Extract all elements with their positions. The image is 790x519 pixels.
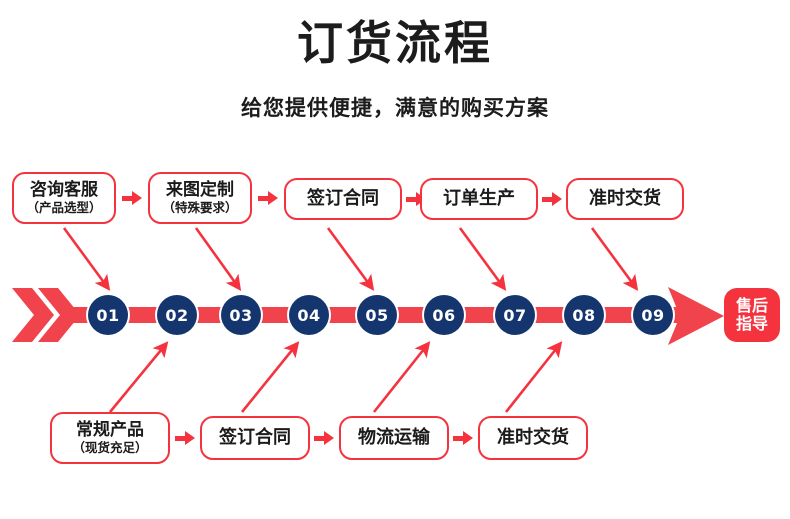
connector-bottom-1	[108, 341, 169, 413]
top-box-1-sub: （产品选型）	[26, 200, 102, 216]
connector-top-1	[62, 227, 111, 291]
step-circle-5[interactable]: 05	[357, 295, 397, 335]
top-connector-arrow-1	[122, 191, 142, 205]
bottom-box-3-main: 物流运输	[358, 426, 430, 448]
arrow-head-right-icon	[668, 287, 724, 345]
bottom-box-4[interactable]: 准时交货	[478, 416, 588, 460]
step-circle-3[interactable]: 03	[221, 295, 261, 335]
step-circle-9-label: 09	[641, 305, 665, 325]
arrow-shaft	[406, 197, 418, 202]
step-circle-6[interactable]: 06	[424, 295, 464, 335]
arrow-shaft	[453, 436, 465, 441]
step-circle-1[interactable]: 01	[88, 295, 128, 335]
connector-top-3	[326, 227, 375, 291]
top-box-1[interactable]: 咨询客服 （产品选型）	[12, 172, 116, 224]
bottom-box-2[interactable]: 签订合同	[200, 416, 310, 460]
top-box-4-main: 订单生产	[443, 187, 515, 209]
after-sales-badge-line2: 指导	[735, 314, 768, 333]
step-circle-4-label: 04	[297, 305, 321, 325]
bottom-box-1-sub: （现货充足）	[72, 440, 148, 456]
top-connector-arrow-4	[542, 192, 562, 206]
top-box-3-main: 签订合同	[307, 187, 379, 209]
arrow-shaft	[542, 197, 554, 202]
top-box-2-main: 来图定制	[166, 179, 234, 200]
arrow-head	[324, 431, 334, 445]
arrow-shaft	[175, 436, 187, 441]
bottom-box-4-main: 准时交货	[497, 426, 569, 448]
connector-bottom-3	[372, 341, 431, 413]
step-circle-8-label: 08	[572, 305, 596, 325]
step-circle-7-label: 07	[503, 305, 527, 325]
top-box-2-sub: （特殊要求）	[162, 200, 238, 216]
top-box-5-main: 准时交货	[589, 187, 661, 209]
step-circle-1-label: 01	[96, 305, 120, 325]
step-circle-4[interactable]: 04	[289, 295, 329, 335]
arrow-head	[185, 431, 195, 445]
arrow-shaft	[258, 196, 270, 201]
double-chevron-right-icon	[12, 288, 80, 342]
step-circle-2-label: 02	[165, 305, 189, 325]
connector-bottom-2	[240, 341, 300, 413]
connector-top-4	[458, 227, 507, 291]
after-sales-badge[interactable]: 售后 指导	[724, 288, 780, 342]
arrow-head	[268, 191, 278, 205]
step-circle-3-label: 03	[229, 305, 253, 325]
step-circle-7[interactable]: 07	[495, 295, 535, 335]
top-box-2[interactable]: 来图定制 （特殊要求）	[148, 172, 252, 224]
connector-top-5	[590, 227, 639, 291]
connector-top-2	[194, 227, 242, 291]
bottom-box-2-main: 签订合同	[219, 426, 291, 448]
step-circle-2[interactable]: 02	[157, 295, 197, 335]
after-sales-badge-line1: 售后	[735, 295, 768, 315]
bottom-connector-arrow-1	[175, 431, 195, 445]
top-box-1-main: 咨询客服	[30, 179, 98, 200]
bottom-connector-arrow-3	[453, 431, 473, 445]
top-box-3[interactable]: 签订合同	[284, 178, 402, 220]
page-title: 订货流程	[297, 16, 493, 70]
top-connector-arrow-2	[258, 191, 278, 205]
bottom-box-1[interactable]: 常规产品 （现货充足）	[50, 412, 170, 464]
top-box-4[interactable]: 订单生产	[420, 178, 538, 220]
step-circle-8[interactable]: 08	[564, 295, 604, 335]
arrow-shaft	[122, 196, 134, 201]
arrow-head	[132, 191, 142, 205]
step-circle-5-label: 05	[365, 305, 389, 325]
bottom-box-3[interactable]: 物流运输	[339, 416, 449, 460]
bottom-connector-arrow-2	[314, 431, 334, 445]
arrow-head	[552, 192, 562, 206]
bottom-box-1-main: 常规产品	[76, 419, 144, 440]
top-box-5[interactable]: 准时交货	[566, 178, 684, 220]
arrow-head	[463, 431, 473, 445]
step-circle-6-label: 06	[432, 305, 456, 325]
page-subtitle: 给您提供便捷，满意的购买方案	[241, 96, 549, 120]
step-circle-9[interactable]: 09	[633, 295, 673, 335]
connector-bottom-4	[504, 341, 563, 413]
arrow-shaft	[314, 436, 326, 441]
